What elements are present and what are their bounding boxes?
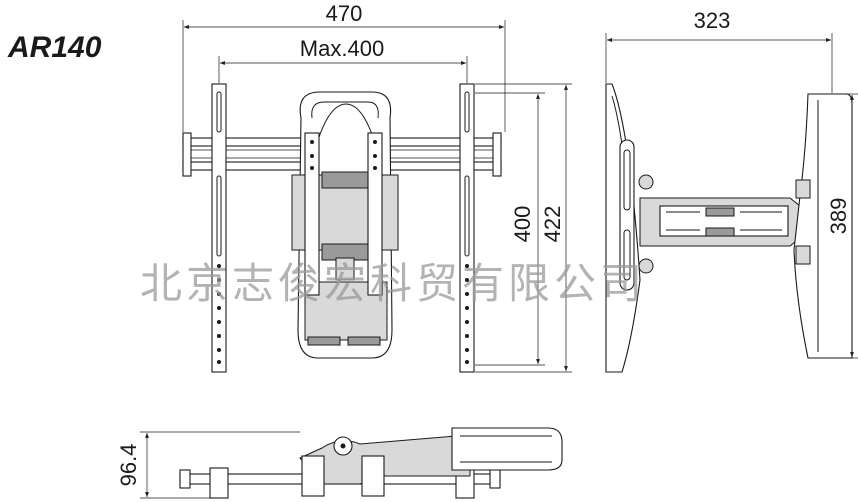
top-view-bracket-right [361, 455, 385, 497]
vertical-rail-left [211, 83, 227, 373]
dim-max-vesa: Max.400 [300, 36, 384, 61]
dim-side-depth: 323 [694, 8, 731, 33]
top-view-wall-plate [451, 427, 563, 471]
watermark: 北京志俊宏科贸有限公司 [140, 259, 646, 308]
wall-plate-foot-right [347, 336, 381, 346]
bar-end-cap-left [182, 132, 192, 177]
arm-hinge-top [705, 207, 735, 217]
inner-bracket-left [304, 132, 320, 296]
inner-bracket-right [367, 132, 383, 296]
dim-side-height: 389 [826, 198, 851, 235]
arm-joint-top [321, 171, 369, 189]
top-view-bar-cap-right [489, 469, 501, 489]
dim-overall-height: 422 [540, 206, 565, 243]
front-view: 470 Max.400 400 422 [182, 1, 572, 373]
dim-rail-vesa-height: 400 [510, 206, 535, 243]
side-view: 323 389 [605, 8, 858, 373]
dim-min-depth: 96.4 [116, 444, 141, 487]
bar-end-cap-right [492, 132, 502, 177]
vertical-rail-right [459, 83, 475, 373]
top-view-rail-left [209, 467, 229, 499]
top-view: 96.4 [116, 427, 563, 499]
tilt-knob-upper [638, 174, 654, 190]
top-view-bracket-left [301, 455, 325, 497]
tilt-knob-lower [638, 258, 654, 274]
arm-hinge-bottom [705, 227, 735, 237]
arm-column [335, 257, 355, 281]
model-label: AR140 [7, 31, 102, 64]
dim-overall-width: 470 [326, 1, 363, 26]
wall-bracket-clip-lower [795, 245, 811, 265]
wall-plate-foot-left [307, 336, 341, 346]
top-view-bar-cap-left [179, 469, 191, 489]
wall-bracket-clip-upper [795, 179, 811, 199]
